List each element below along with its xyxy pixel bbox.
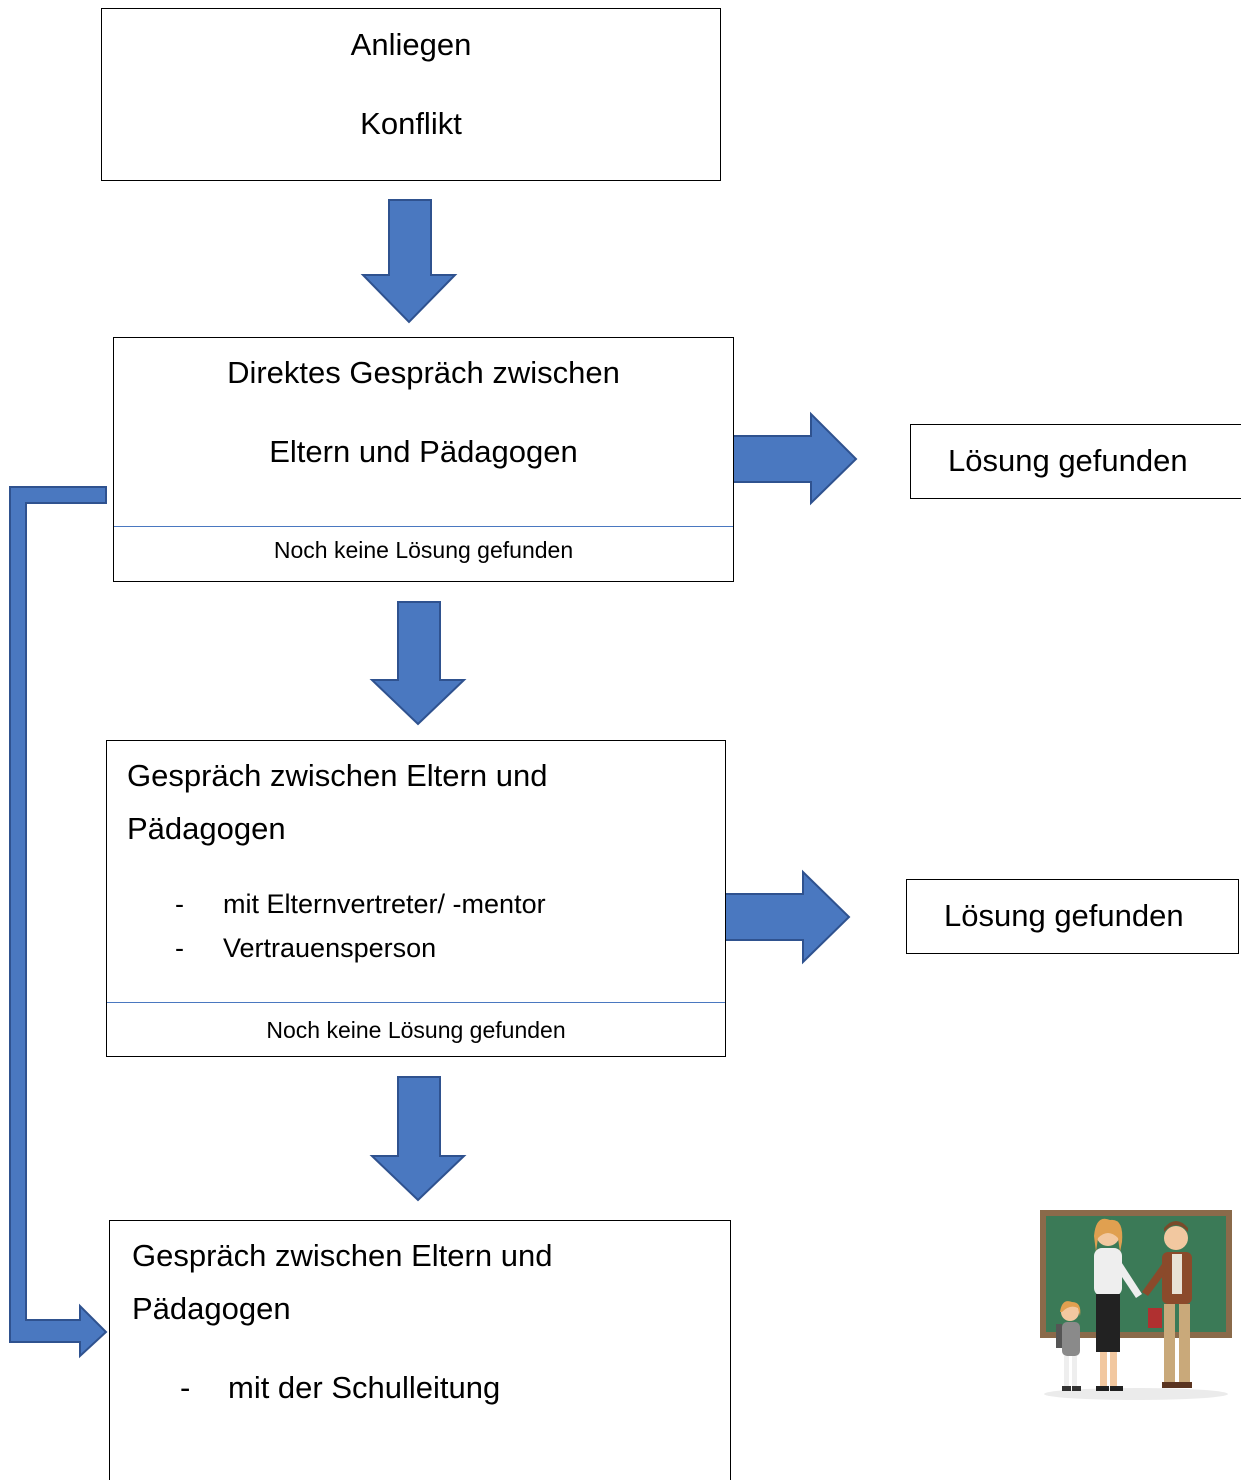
- no-solution-label: Noch keine Lösung gefunden: [266, 1017, 566, 1043]
- bullet-marker: -: [175, 889, 184, 919]
- principal-talk-line1: Gespräch zwischen Eltern und: [132, 1238, 553, 1273]
- direct-talk-box: Direktes Gespräch zwischen Eltern und Pä…: [113, 337, 734, 582]
- bullet-marker: -: [180, 1370, 191, 1405]
- solution-found-label: Lösung gefunden: [948, 443, 1188, 478]
- solution-found-label: Lösung gefunden: [944, 898, 1184, 933]
- mediated-talk-line1: Gespräch zwischen Eltern und: [127, 758, 548, 793]
- divider: [107, 1002, 725, 1003]
- mediated-talk-line2: Pädagogen: [127, 811, 286, 846]
- down-arrow-2: [369, 601, 467, 726]
- direct-talk-line1: Direktes Gespräch zwischen: [227, 355, 620, 390]
- principal-talk-line2: Pädagogen: [132, 1291, 291, 1326]
- principal-talk-box: Gespräch zwischen Eltern und Pädagogen -…: [109, 1220, 731, 1480]
- bullet-parent-rep: mit Elternvertreter/ -mentor: [223, 889, 546, 919]
- direct-talk-line2: Eltern und Pädagogen: [269, 434, 578, 469]
- down-arrow-1: [360, 199, 458, 324]
- bracket-connector: [9, 486, 108, 1359]
- solution-found-box-2: Lösung gefunden: [906, 879, 1239, 954]
- parent-teacher-handshake-icon: [1040, 1210, 1232, 1400]
- issue-box: Anliegen Konflikt: [101, 8, 721, 181]
- right-arrow-2: [724, 869, 851, 965]
- bullet-marker: -: [175, 933, 184, 963]
- divider: [114, 526, 733, 527]
- down-arrow-3: [369, 1076, 467, 1202]
- no-solution-label: Noch keine Lösung gefunden: [273, 537, 574, 563]
- conflict-label: Konflikt: [360, 106, 462, 141]
- right-arrow-1: [732, 411, 858, 506]
- solution-found-box-1: Lösung gefunden: [910, 424, 1241, 499]
- bullet-trusted-person: Vertrauensperson: [223, 933, 437, 963]
- issue-label: Anliegen: [350, 27, 472, 62]
- mediated-talk-box: Gespräch zwischen Eltern und Pädagogen -…: [106, 740, 726, 1057]
- bullet-principal: mit der Schulleitung: [228, 1370, 501, 1405]
